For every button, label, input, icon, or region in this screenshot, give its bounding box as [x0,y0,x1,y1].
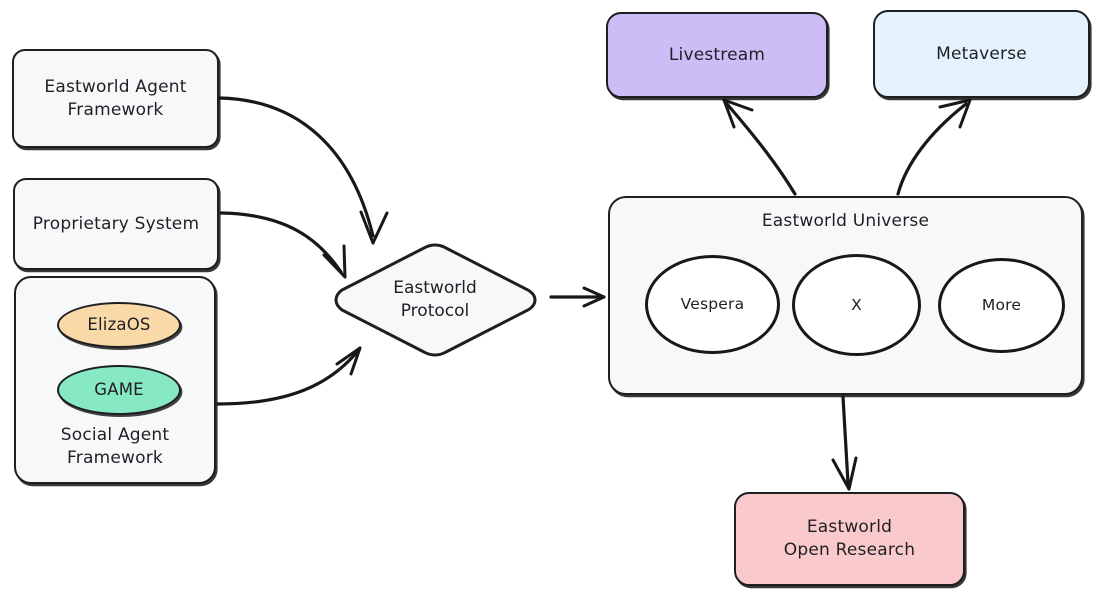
orb-more[interactable]: More [938,258,1065,353]
node-label: Eastworld Agent Framework [44,76,187,120]
edge-ul-arrowhead-a [722,98,754,112]
node-livestream[interactable]: Livestream [606,12,828,98]
edge-universe-to-livestream [725,102,797,196]
node-label: Livestream [668,44,766,65]
node-label: Eastworld Open Research [783,517,916,560]
node-metaverse[interactable]: Metaverse [873,10,1090,98]
orb-label: More [981,296,1022,315]
orb-vespera[interactable]: Vespera [645,255,780,354]
node-label: Social Agent Framework [60,425,170,469]
node-eastworld-protocol[interactable]: Eastworld Protocol [330,240,540,360]
edge-um-arrowhead-b [958,98,972,129]
edge-ur-arrowhead-a [831,458,851,491]
orb-label: Vespera [680,295,745,314]
node-label: Proprietary System [32,213,200,234]
pill-game[interactable]: GAME [57,365,181,415]
edge-um-arrowhead-a [938,98,972,109]
node-label: Eastworld Protocol [393,278,477,321]
diamond-shape [334,243,537,357]
edge-ul-arrowhead-b [722,98,736,129]
node-eastworld-universe[interactable]: Eastworld Universe Vespera X More [608,196,1083,395]
orb-label: X [851,295,862,314]
edge-agent-arrowhead-b [371,211,389,245]
edge-agent-arrowhead-a [359,210,375,245]
node-proprietary-system[interactable]: Proprietary System [13,178,219,270]
edge-ur-arrowhead-b [847,456,858,491]
edge-proprietary-to-protocol [219,211,343,274]
pill-elizaos[interactable]: ElizaOS [57,302,181,348]
edge-pu-arrowhead-a [582,286,606,299]
pill-label: ElizaOS [87,314,151,334]
edge-pu-arrowhead-b [582,295,606,308]
node-eastworld-open-research[interactable]: Eastworld Open Research [734,492,965,586]
universe-title: Eastworld Universe [761,211,930,231]
edge-universe-to-research [841,395,850,485]
edge-universe-to-metaverse [896,102,968,196]
node-social-agent-framework[interactable]: ElizaOS GAME Social Agent Framework [14,276,216,484]
edge-agent-to-protocol [218,96,375,238]
pill-label: GAME [94,379,144,399]
node-label: Metaverse [936,43,1027,64]
node-eastworld-agent-framework[interactable]: Eastworld Agent Framework [12,49,219,148]
orb-x[interactable]: X [792,254,921,356]
